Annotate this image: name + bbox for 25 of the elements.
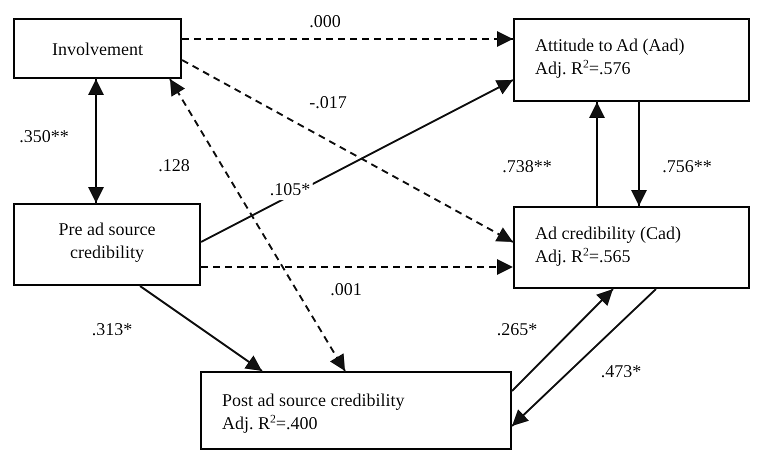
arrow	[182, 31, 513, 47]
node-title: Post ad source credibility	[222, 389, 406, 412]
outcome-box	[513, 18, 750, 102]
variable-box	[13, 18, 182, 79]
r-squared-text: Adj. R$^{2}$=.576	[535, 56, 632, 79]
variable-box	[13, 203, 201, 286]
arrow	[511, 288, 657, 427]
arrow	[169, 78, 346, 372]
arrow	[589, 102, 605, 206]
outcome-box	[513, 206, 750, 289]
node-title: Involvement	[51, 38, 144, 60]
arrow	[182, 59, 514, 243]
edge-label: .105*	[268, 180, 312, 200]
node-title: Pre ad source credibility	[58, 218, 156, 263]
arrow	[201, 259, 513, 275]
arrow	[200, 79, 514, 243]
r-squared-text: Adj. R$^{2}$=.565	[535, 244, 632, 267]
node-title: Attitude to Ad (Aad)	[535, 34, 686, 56]
arrow	[631, 102, 647, 206]
r-squared-text: Adj. R$^{2}$=.400	[222, 412, 319, 434]
node-title: Ad credibility (Cad)	[535, 222, 682, 244]
arrow	[511, 288, 614, 392]
arrow	[88, 79, 104, 203]
arrow	[139, 285, 263, 372]
outcome-box	[200, 371, 512, 450]
